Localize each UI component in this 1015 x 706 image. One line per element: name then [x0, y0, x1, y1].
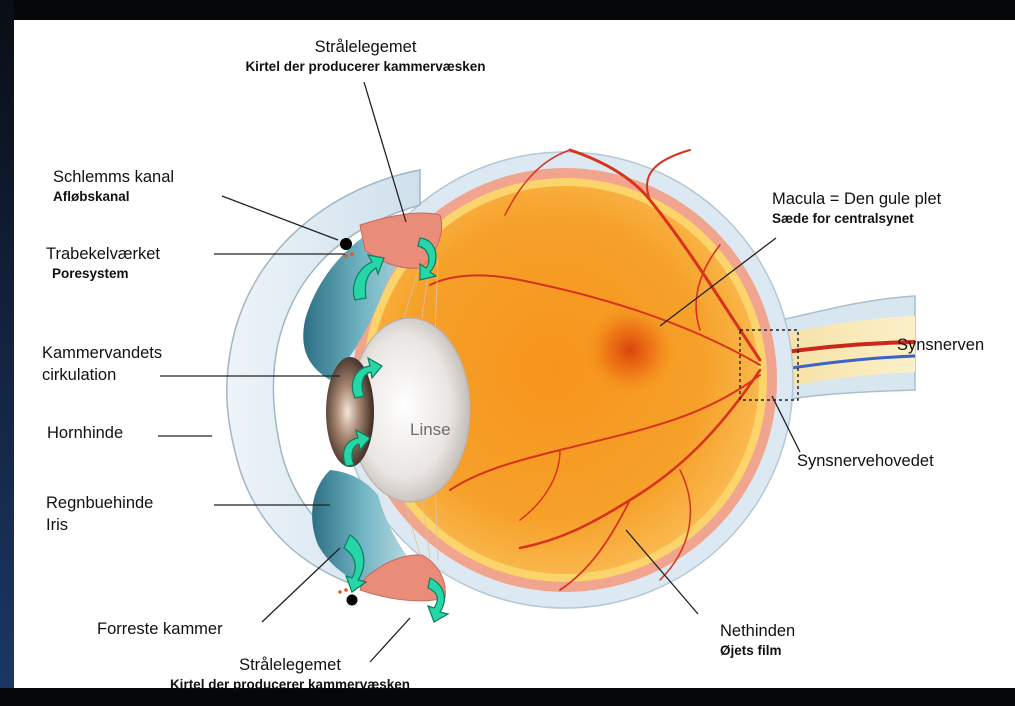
label-lens-title: Linse: [410, 420, 451, 439]
trabecular-dot: [350, 252, 354, 256]
label-macula: Macula = Den gule plet Sæde for centrals…: [772, 190, 941, 228]
label-optic-nerve: Synsnerven: [897, 336, 984, 355]
label-circulation-line1: Kammervandets: [42, 342, 162, 364]
label-cornea: Hornhinde: [47, 424, 123, 443]
label-ciliary-body-bottom-sub: Kirtel der producerer kammervæsken: [130, 675, 450, 694]
label-anterior-chamber-title: Forreste kammer: [97, 620, 223, 638]
label-retina: Nethinden Øjets film: [720, 622, 795, 660]
label-schlemm-canal: Schlemms kanal Afløbskanal: [53, 168, 174, 206]
label-cornea-title: Hornhinde: [47, 424, 123, 442]
schlemm-canal-dot: [347, 595, 358, 606]
label-ciliary-body-bottom-title: Strålelegemet: [239, 656, 341, 674]
label-ciliary-body-top: Strålelegemet Kirtel der producerer kamm…: [203, 38, 528, 76]
label-macula-title: Macula = Den gule plet: [772, 190, 941, 208]
label-schlemm-canal-sub: Afløbskanal: [53, 187, 174, 206]
macula-spot: [582, 302, 678, 398]
trabecular-dot: [344, 588, 348, 592]
label-lens: Linse: [410, 420, 451, 439]
label-anterior-chamber: Forreste kammer: [97, 620, 223, 639]
label-circulation-line2: cirkulation: [42, 364, 162, 386]
label-aqueous-circulation: Kammervandets cirkulation: [42, 342, 162, 386]
leader-anterior-chamber: [262, 548, 340, 622]
trabecular-dot: [344, 254, 348, 258]
label-trabecular-title: Trabekelværket: [46, 245, 160, 263]
label-retina-title: Nethinden: [720, 622, 795, 640]
label-optic-disc-title: Synsnervehovedet: [797, 452, 934, 470]
label-retina-sub: Øjets film: [720, 641, 795, 660]
label-iris-line2: Iris: [46, 514, 153, 536]
label-schlemm-canal-title: Schlemms kanal: [53, 168, 174, 186]
label-ciliary-body-top-sub: Kirtel der producerer kammervæsken: [203, 57, 528, 76]
label-iris-line1: Regnbuehinde: [46, 492, 153, 514]
label-iris: Regnbuehinde Iris: [46, 492, 153, 536]
label-macula-sub: Sæde for centralsynet: [772, 209, 941, 228]
trabecular-dot: [338, 590, 342, 594]
schlemm-canal-dot: [340, 238, 352, 250]
label-trabecular-meshwork: Trabekelværket Poresystem: [46, 245, 160, 283]
label-ciliary-body-top-title: Strålelegemet: [315, 38, 417, 56]
label-trabecular-sub: Poresystem: [46, 264, 160, 283]
label-optic-disc: Synsnervehovedet: [797, 452, 934, 471]
label-optic-nerve-title: Synsnerven: [897, 336, 984, 354]
label-ciliary-body-bottom: Strålelegemet Kirtel der producerer kamm…: [130, 656, 450, 694]
